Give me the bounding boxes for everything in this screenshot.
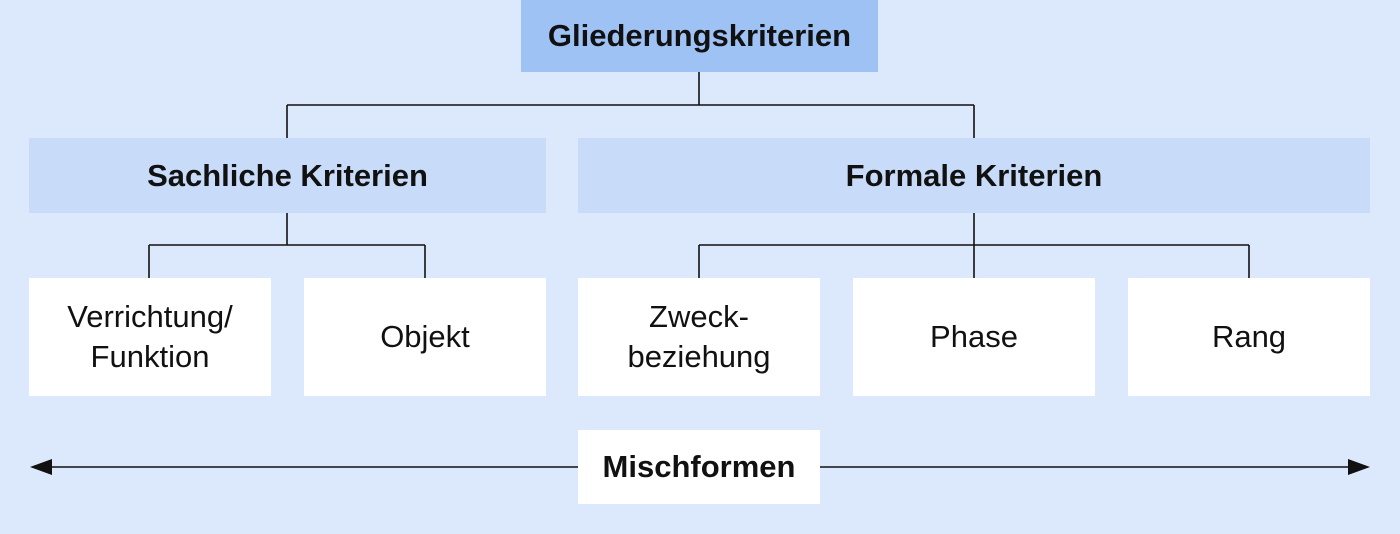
leaf-verrichtung: Verrichtung/ Funktion <box>29 278 271 396</box>
category-label: Formale Kriterien <box>845 157 1103 193</box>
mixed-forms-node: Mischformen <box>578 430 820 504</box>
leaf-objekt: Objekt <box>304 278 546 396</box>
leaf-label: Rang <box>1211 319 1287 354</box>
mixed-forms-label: Mischformen <box>602 449 796 484</box>
root-node: Gliederungskriterien <box>521 0 878 72</box>
arrow-left-head <box>30 459 52 475</box>
category-label: Sachliche Kriterien <box>147 157 428 193</box>
arrow-right-head <box>1348 459 1370 475</box>
leaf-label-line1: Verrichtung/ <box>67 299 233 334</box>
leaf-phase: Phase <box>853 278 1095 396</box>
category-sachliche: Sachliche Kriterien <box>29 138 546 213</box>
leaf-label: Phase <box>930 319 1018 354</box>
root-label: Gliederungskriterien <box>547 18 852 53</box>
leaf-zweckbeziehung: Zweck- beziehung <box>578 278 820 396</box>
leaf-label-line2: Funktion <box>90 339 210 374</box>
leaf-label: Objekt <box>380 319 470 354</box>
category-formale: Formale Kriterien <box>578 138 1370 213</box>
leaf-label-line1: Zweck- <box>649 299 749 334</box>
leaf-label-line2: beziehung <box>627 339 771 374</box>
leaf-rang: Rang <box>1128 278 1370 396</box>
